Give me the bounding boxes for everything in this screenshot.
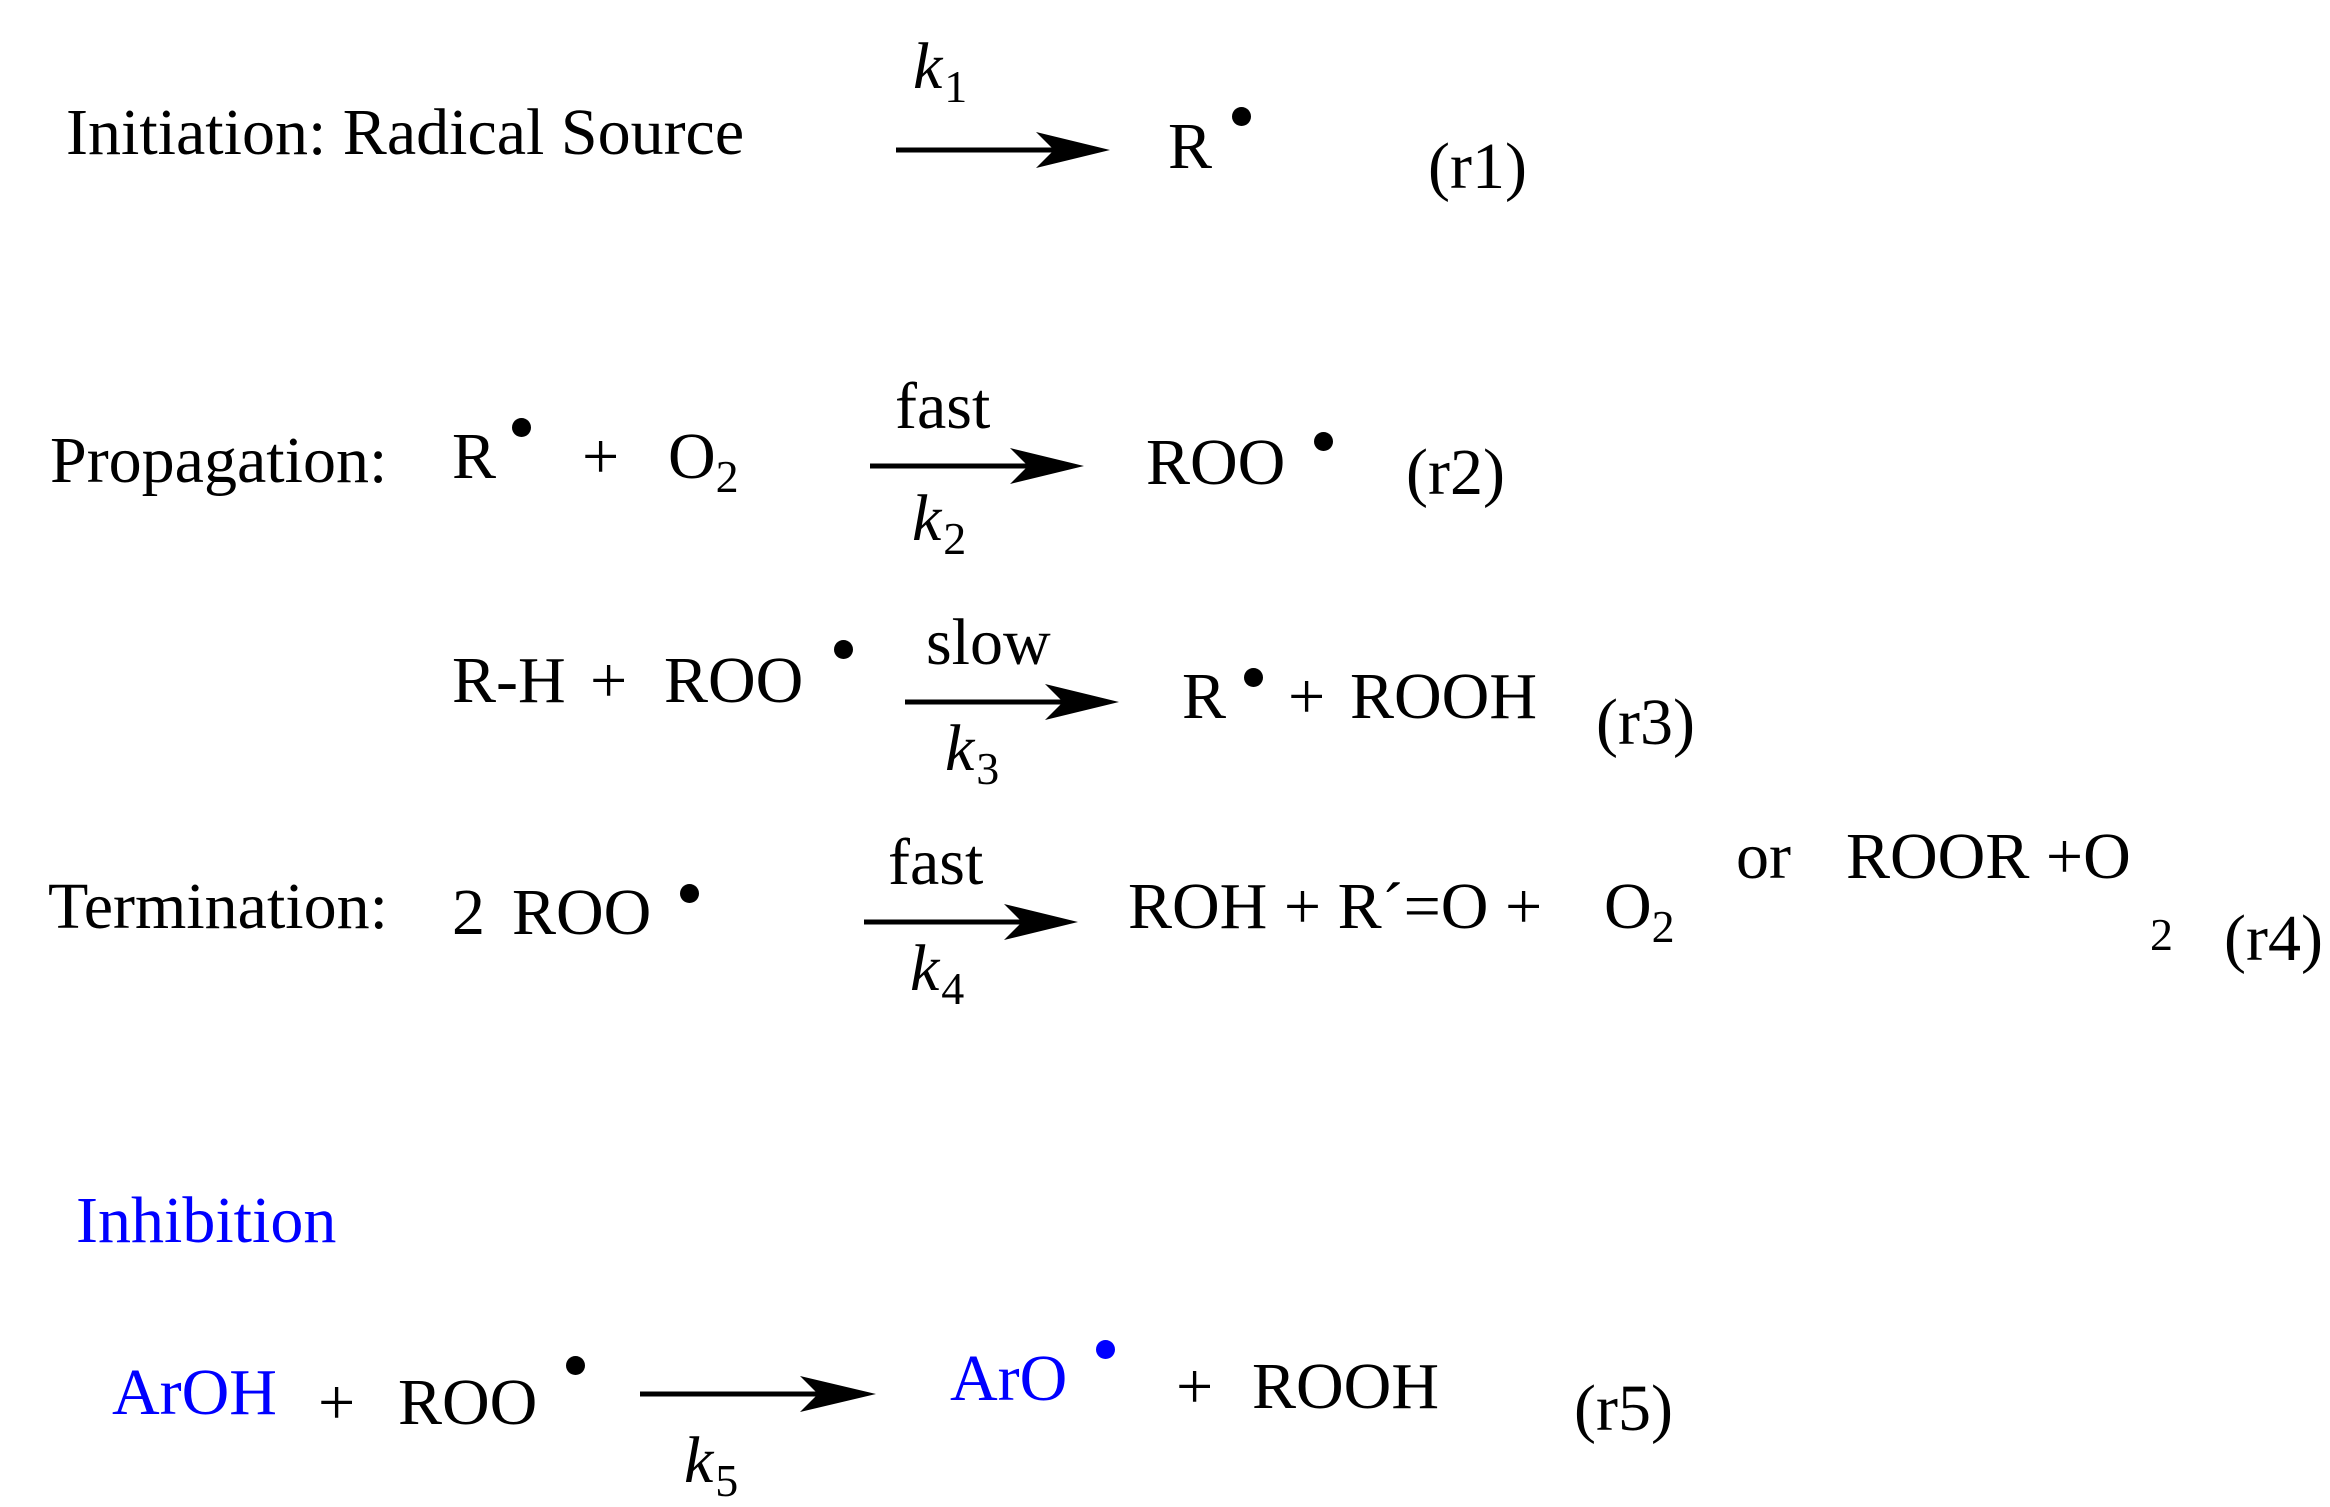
- or-text: or: [1736, 820, 1791, 893]
- rate-constant-k5: k5: [684, 1424, 739, 1506]
- rate-constant-k2: k2: [912, 482, 967, 564]
- condition-fast-r2: fast: [895, 370, 991, 443]
- reaction-number-r1: (r1): [1428, 130, 1527, 203]
- plus-sign: +: [590, 644, 628, 717]
- rate-constant-k4: k4: [910, 932, 965, 1014]
- radical-dot-icon: [566, 1356, 585, 1375]
- radical-dot-icon: [1314, 432, 1333, 451]
- reactant-oxygen: O2: [668, 420, 739, 502]
- product-peroxyl-radical: ROO: [1146, 426, 1286, 499]
- plus-sign: +: [582, 420, 620, 493]
- reactant-peroxyl-radical: ROO: [664, 644, 804, 717]
- plus-sign: +: [1288, 660, 1326, 733]
- stoichiometric-coefficient: 2: [452, 876, 485, 949]
- condition-fast-r4: fast: [888, 826, 984, 899]
- alternative-products: ROOR +O: [1846, 820, 2131, 893]
- reaction-number-r5: (r5): [1574, 1372, 1673, 1445]
- radical-dot-icon: [680, 884, 699, 903]
- propagation-label: Propagation:: [50, 424, 388, 497]
- reaction-arrow-r4: [864, 902, 1078, 942]
- rate-constant-k3: k3: [945, 712, 1000, 794]
- plus-sign: +: [318, 1366, 356, 1439]
- reaction-number-r2: (r2): [1406, 436, 1505, 509]
- termination-products: ROH + R´=O +: [1128, 870, 1543, 943]
- reactant-peroxyl-radical: ROO: [398, 1366, 538, 1439]
- plus-sign: +: [1176, 1350, 1214, 1423]
- product-r-radical: R: [1182, 660, 1227, 733]
- radical-dot-icon: [512, 418, 531, 437]
- condition-slow-r3: slow: [926, 606, 1051, 679]
- termination-label: Termination:: [48, 870, 388, 943]
- reactant-hydrocarbon: R-H: [452, 644, 566, 717]
- rate-constant-k1: k1: [913, 30, 968, 112]
- inhibition-heading: Inhibition: [76, 1184, 337, 1257]
- reactant-phenol: ArOH: [112, 1356, 277, 1429]
- alternative-oxygen-subscript: 2: [2150, 909, 2173, 960]
- radical-dot-icon: [1232, 107, 1251, 126]
- reactant-peroxyl-radical: ROO: [512, 876, 652, 949]
- reaction-arrow-r1: [896, 130, 1110, 170]
- reaction-number-r4: (r4): [2224, 902, 2323, 975]
- product-phenoxyl-radical: ArO: [950, 1342, 1068, 1415]
- reaction-arrow-r2: [870, 446, 1084, 486]
- reaction-arrow-r3: [905, 682, 1119, 722]
- radical-dot-icon: [1244, 668, 1263, 687]
- product-oxygen: O2: [1604, 870, 1675, 952]
- product-r-radical: R: [1168, 110, 1213, 183]
- radical-dot-icon: [1096, 1340, 1115, 1359]
- radical-dot-icon: [834, 640, 853, 659]
- reaction-number-r3: (r3): [1596, 686, 1695, 759]
- initiation-label: Initiation: Radical Source: [66, 96, 745, 169]
- reactant-r-radical: R: [452, 420, 497, 493]
- reaction-arrow-r5: [640, 1374, 876, 1414]
- radical-source-text: Radical Source: [342, 96, 745, 169]
- product-hydroperoxide: ROOH: [1350, 660, 1538, 733]
- product-hydroperoxide: ROOH: [1252, 1350, 1440, 1423]
